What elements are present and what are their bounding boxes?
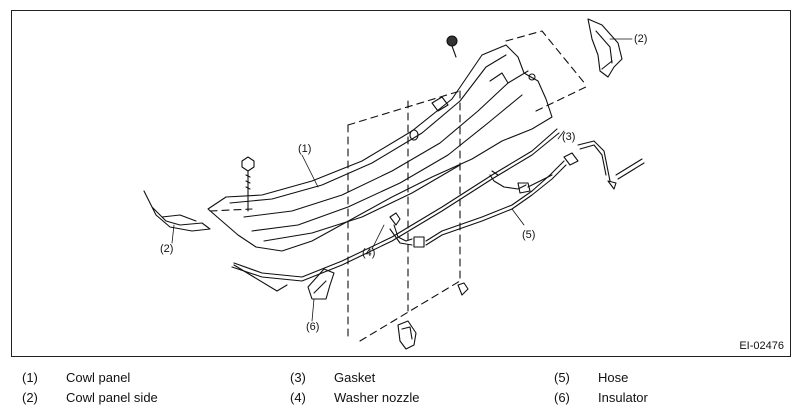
- figure-code: EI-02476: [739, 340, 784, 352]
- hose: [425, 140, 645, 246]
- cowl-panel: [207, 35, 553, 252]
- legend-number: (5): [554, 370, 570, 385]
- legend-label: Gasket: [334, 370, 376, 385]
- leader-lines: [171, 38, 633, 322]
- legend-number: (4): [290, 390, 306, 405]
- bolt: [241, 156, 255, 212]
- callout-gasket: (3): [562, 131, 576, 143]
- legend-label: Cowl panel side: [66, 390, 158, 405]
- legend-number: (6): [554, 390, 570, 405]
- legend-item-cowl-panel-side: (2) Cowl panel side: [22, 390, 158, 406]
- diagram-frame: (1) (2) (2) (3) (4) (5) (6) EI-02476: [11, 10, 791, 357]
- phantom-lines: [209, 30, 591, 342]
- clips: [397, 282, 469, 350]
- washer-nozzle: [389, 212, 425, 248]
- callout-cowl-panel: (1): [298, 143, 312, 155]
- legend-item-washer-nozzle: (4) Washer nozzle: [290, 390, 420, 406]
- legend-item-insulator: (6) Insulator: [554, 390, 648, 406]
- legend-label: Cowl panel: [66, 370, 131, 385]
- cowl-assembly-drawing: [143, 18, 645, 350]
- legend-number: (3): [290, 370, 306, 385]
- cowl-panel-side-left: [143, 190, 211, 232]
- callout-insulator: (6): [306, 321, 320, 333]
- callout-hose: (5): [522, 229, 536, 241]
- cowl-panel-side-right: [587, 18, 623, 78]
- callout-cowl-panel-side-left: (2): [160, 243, 174, 255]
- legend-item-cowl-panel: (1) Cowl panel: [22, 370, 130, 386]
- legend-label: Insulator: [598, 390, 648, 405]
- insulator: [307, 268, 335, 300]
- legend: (1) Cowl panel (2) Cowl panel side (3) Gask…: [0, 366, 805, 416]
- gasket: [231, 128, 560, 292]
- callout-cowl-panel-side-right: (2): [634, 33, 648, 45]
- legend-label: Hose: [598, 370, 629, 385]
- legend-label: Washer nozzle: [334, 390, 420, 405]
- legend-number: (1): [22, 370, 38, 385]
- legend-number: (2): [22, 390, 38, 405]
- legend-item-hose: (5) Hose: [554, 370, 628, 386]
- legend-item-gasket: (3) Gasket: [290, 370, 375, 386]
- callout-washer-nozzle: (4): [362, 247, 376, 259]
